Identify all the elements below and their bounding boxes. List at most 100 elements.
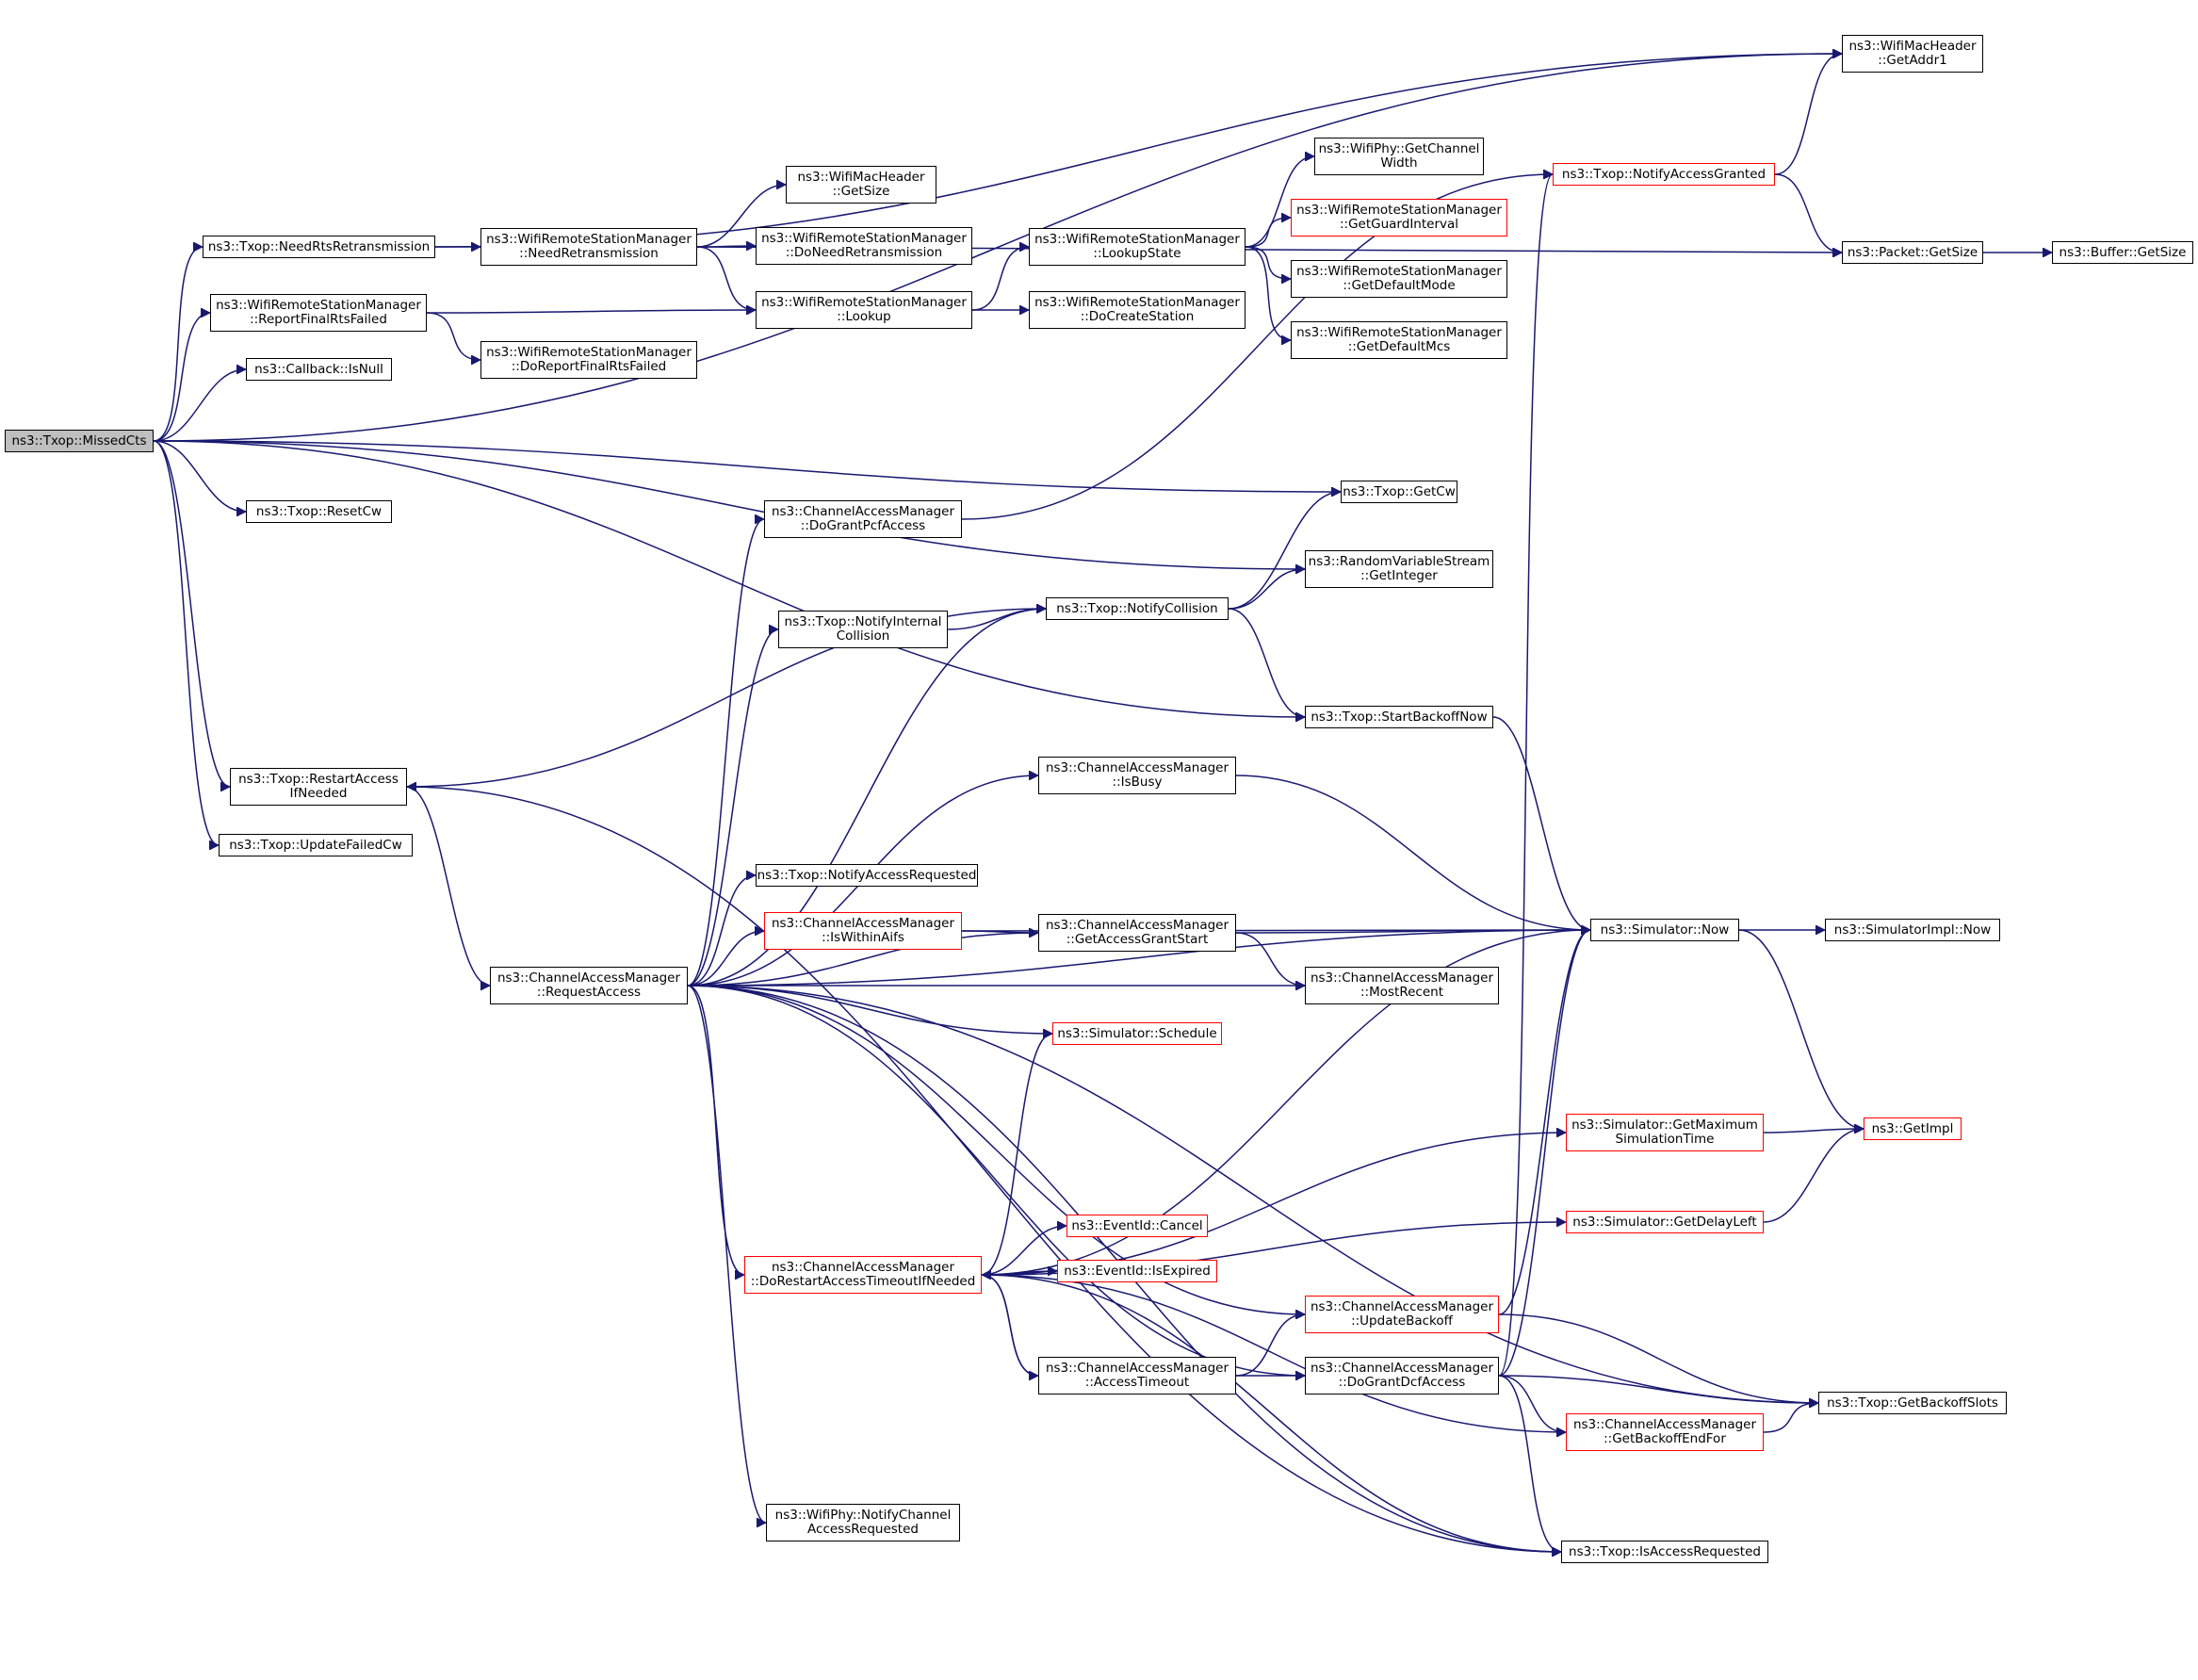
edge-dorestart-to-simnow [981, 930, 1590, 1276]
edge-restartaccess-to-isaccessrequested [406, 786, 1561, 1552]
node-reportfinalrts[interactable]: ns3::WifiRemoteStationManager ::ReportFi… [210, 294, 427, 332]
node-simnow[interactable]: ns3::Simulator::Now [1590, 919, 1739, 941]
edge-dograntdcf-to-simnow [1498, 930, 1591, 1377]
edge-dograntdcf-to-isaccessrequested [1498, 1375, 1562, 1552]
edge-missedcts-to-callbackisnull [153, 369, 246, 442]
node-schedule[interactable]: ns3::Simulator::Schedule [1052, 1022, 1222, 1045]
call-edges [153, 54, 2052, 1552]
node-buffergetsize[interactable]: ns3::Buffer::GetSize [2052, 241, 2193, 264]
edge-isbusy-to-simnow [1235, 775, 1590, 930]
edge-dorestart-to-eventcancel [981, 1226, 1066, 1276]
edge-requestaccess-to-notifycollision [687, 609, 1046, 987]
edge-requestaccess-to-schedule [687, 985, 1052, 1034]
edge-dograntdcf-to-notifyaccessgranted [1498, 174, 1554, 1377]
node-dorestart[interactable]: ns3::ChannelAccessManager ::DoRestartAcc… [744, 1256, 982, 1294]
edge-missedcts-to-updatefailedcw [153, 440, 220, 845]
edge-lookupstate-to-getdefaultmode [1245, 246, 1291, 279]
edge-missedcts-to-getcw [153, 440, 1341, 492]
edge-missedcts-to-needrts [153, 247, 204, 442]
node-getaddr1[interactable]: ns3::WifiMacHeader ::GetAddr1 [1842, 35, 1983, 73]
edge-notifycollision-to-restartaccess [407, 608, 1047, 787]
edge-requestaccess-to-dograntpcf [687, 519, 765, 987]
node-mostrecent[interactable]: ns3::ChannelAccessManager ::MostRecent [1305, 967, 1499, 1004]
edge-missedcts-to-getaddr1 [153, 54, 1842, 442]
edge-lookupstate-to-getguardinterval [1245, 218, 1291, 248]
node-notifyaccessgranted[interactable]: ns3::Txop::NotifyAccessGranted [1553, 163, 1775, 186]
edge-dorestart-to-getbackoffendfor [981, 1274, 1566, 1432]
edge-requestaccess-to-getbackoffslots [687, 985, 1818, 1403]
edge-lookup-to-lookupstate [971, 247, 1029, 311]
node-updatefailedcw[interactable]: ns3::Txop::UpdateFailedCw [219, 834, 413, 856]
edge-accesstimeout-to-updatebackoff [1235, 1314, 1305, 1377]
node-isaccessrequested[interactable]: ns3::Txop::IsAccessRequested [1561, 1541, 1768, 1563]
node-simimplnow[interactable]: ns3::SimulatorImpl::Now [1825, 919, 2000, 941]
edge-requestaccess-to-iswithinaifs [687, 931, 764, 987]
node-needretrans[interactable]: ns3::WifiRemoteStationManager ::NeedRetr… [480, 228, 697, 266]
edge-missedcts-to-getinteger [153, 440, 1305, 569]
edge-reportfinalrts-to-lookup [426, 310, 756, 313]
node-startbackoffnow[interactable]: ns3::Txop::StartBackoffNow [1305, 706, 1493, 728]
node-getmaxsimtime[interactable]: ns3::Simulator::GetMaximum SimulationTim… [1566, 1114, 1764, 1151]
node-docreatestation[interactable]: ns3::WifiRemoteStationManager ::DoCreate… [1029, 291, 1246, 329]
node-getdefaultmcs[interactable]: ns3::WifiRemoteStationManager ::GetDefau… [1291, 321, 1507, 359]
node-notifyinternal[interactable]: ns3::Txop::NotifyInternal Collision [778, 611, 948, 648]
node-getbackoffendfor[interactable]: ns3::ChannelAccessManager ::GetBackoffEn… [1566, 1413, 1764, 1451]
node-lookupstate[interactable]: ns3::WifiRemoteStationManager ::LookupSt… [1029, 228, 1246, 266]
node-getbackoffslots[interactable]: ns3::Txop::GetBackoffSlots [1818, 1392, 2007, 1414]
node-doneedretrans[interactable]: ns3::WifiRemoteStationManager ::DoNeedRe… [756, 227, 972, 265]
node-accesstimeout[interactable]: ns3::ChannelAccessManager ::AccessTimeou… [1038, 1357, 1236, 1395]
node-notifyaccessreq[interactable]: ns3::Txop::NotifyAccessRequested [756, 864, 978, 887]
edge-restartaccess-to-requestaccess [406, 786, 491, 986]
node-getaccessgrantstart[interactable]: ns3::ChannelAccessManager ::GetAccessGra… [1038, 914, 1236, 952]
node-needrts[interactable]: ns3::Txop::NeedRtsRetransmission [203, 236, 435, 258]
edge-dograntdcf-to-getbackoffendfor [1498, 1375, 1566, 1432]
edge-lookupstate-to-getdefaultmcs [1245, 246, 1292, 340]
edge-dorestart-to-schedule [981, 1034, 1053, 1276]
node-getdefaultmode[interactable]: ns3::WifiRemoteStationManager ::GetDefau… [1291, 260, 1507, 298]
node-packetgetsize[interactable]: ns3::Packet::GetSize [1842, 241, 1983, 264]
node-dograntdcf[interactable]: ns3::ChannelAccessManager ::DoGrantDcfAc… [1305, 1357, 1499, 1395]
node-wifiphynotify[interactable]: ns3::WifiPhy::NotifyChannel AccessReques… [766, 1504, 960, 1541]
node-wifimacgetsize[interactable]: ns3::WifiMacHeader ::GetSize [786, 166, 936, 204]
node-lookup[interactable]: ns3::WifiRemoteStationManager ::Lookup [756, 291, 972, 329]
edge-notifycollision-to-getcw [1228, 492, 1341, 610]
edge-startbackoffnow-to-simnow [1492, 716, 1591, 930]
edge-getbackoffendfor-to-getbackoffslots [1763, 1403, 1818, 1433]
node-doreportfinal[interactable]: ns3::WifiRemoteStationManager ::DoReport… [480, 341, 697, 379]
node-getinteger[interactable]: ns3::RandomVariableStream ::GetInteger [1305, 550, 1493, 588]
node-getimpl[interactable]: ns3::GetImpl [1864, 1117, 1962, 1140]
edge-dograntdcf-to-getbackoffslots [1498, 1375, 1818, 1403]
edge-requestaccess-to-dorestart [687, 985, 745, 1275]
edge-getdelayleft-to-getimpl [1763, 1129, 1864, 1223]
node-eventcancel[interactable]: ns3::EventId::Cancel [1066, 1215, 1208, 1237]
node-resetcw[interactable]: ns3::Txop::ResetCw [246, 500, 392, 523]
edge-lookupstate-to-getchannelwidth [1245, 156, 1315, 248]
edge-dograntpcf-to-notifyaccessgranted [961, 174, 1553, 520]
edge-requestaccess-to-simnow [687, 930, 1590, 987]
node-getdelayleft[interactable]: ns3::Simulator::GetDelayLeft [1566, 1211, 1764, 1233]
node-dograntpcf[interactable]: ns3::ChannelAccessManager ::DoGrantPcfAc… [764, 500, 962, 538]
edge-needretrans-to-lookup [696, 246, 756, 310]
node-getchannelwidth[interactable]: ns3::WifiPhy::GetChannel Width [1314, 138, 1484, 175]
node-notifycollision[interactable]: ns3::Txop::NotifyCollision [1046, 597, 1229, 620]
edge-missedcts-to-reportfinalrts [153, 313, 211, 442]
edge-requestaccess-to-getaccessgrantstart [687, 933, 1038, 987]
edge-accesstimeout-to-dorestart [981, 1275, 1039, 1377]
edge-needretrans-to-wifimacgetsize [696, 185, 786, 248]
node-isbusy[interactable]: ns3::ChannelAccessManager ::IsBusy [1038, 757, 1236, 794]
node-updatebackoff[interactable]: ns3::ChannelAccessManager ::UpdateBackof… [1305, 1296, 1499, 1333]
node-iswithinaifs[interactable]: ns3::ChannelAccessManager ::IsWithinAifs [764, 912, 962, 950]
node-getcw[interactable]: ns3::Txop::GetCw [1341, 481, 1457, 503]
edge-notifycollision-to-startbackoffnow [1228, 608, 1306, 717]
edge-missedcts-to-startbackoffnow [153, 440, 1305, 717]
node-restartaccess[interactable]: ns3::Txop::RestartAccess IfNeeded [230, 768, 407, 806]
edge-notifyaccessgranted-to-getaddr1 [1774, 54, 1843, 175]
node-callbackisnull[interactable]: ns3::Callback::IsNull [246, 358, 392, 381]
edge-missedcts-to-restartaccess [153, 440, 231, 787]
edge-updatebackoff-to-getbackoffslots [1498, 1313, 1818, 1403]
edge-notifyinternal-to-notifycollision [947, 609, 1046, 630]
node-eventisexpired[interactable]: ns3::EventId::IsExpired [1057, 1260, 1217, 1282]
edge-requestaccess-to-notifyaccessreq [687, 875, 757, 987]
node-requestaccess[interactable]: ns3::ChannelAccessManager ::RequestAcces… [490, 967, 688, 1004]
node-getguardinterval[interactable]: ns3::WifiRemoteStationManager ::GetGuard… [1291, 199, 1507, 237]
